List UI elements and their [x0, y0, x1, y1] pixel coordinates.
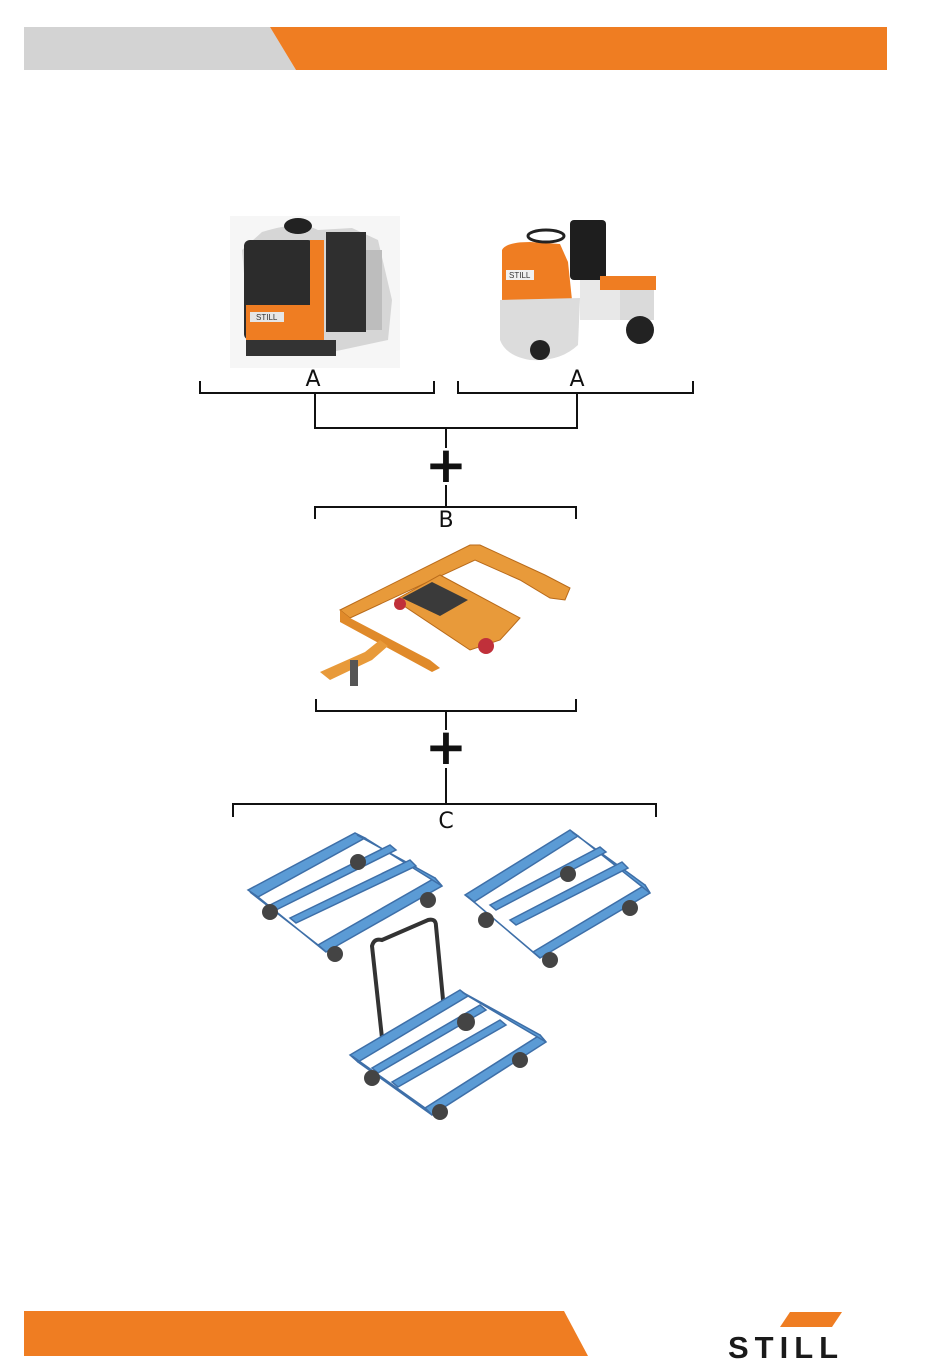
transport-cart-handle-icon [350, 920, 546, 1120]
tow-tractor-seated-icon: STILL [500, 220, 656, 360]
header-grey-band [24, 27, 296, 70]
still-logo: STILL [728, 1312, 844, 1365]
header-orange-band [270, 27, 887, 70]
footer-orange-band [24, 1311, 588, 1356]
svg-text:STILL: STILL [256, 313, 278, 322]
transport-cart-icon [248, 833, 442, 952]
label-c: C [438, 811, 453, 833]
label-b: B [438, 510, 453, 532]
label-a-right: A [569, 369, 584, 391]
transport-cart-icon [465, 830, 650, 958]
label-a-left: A [305, 369, 320, 391]
plus-sign-1: + [425, 440, 467, 490]
svg-text:STILL: STILL [728, 1330, 844, 1365]
plus-sign-2: + [425, 722, 467, 772]
tugger-frame-icon [320, 545, 570, 686]
svg-text:STILL: STILL [509, 271, 531, 280]
tow-tractor-standing-icon: STILL [230, 216, 400, 368]
